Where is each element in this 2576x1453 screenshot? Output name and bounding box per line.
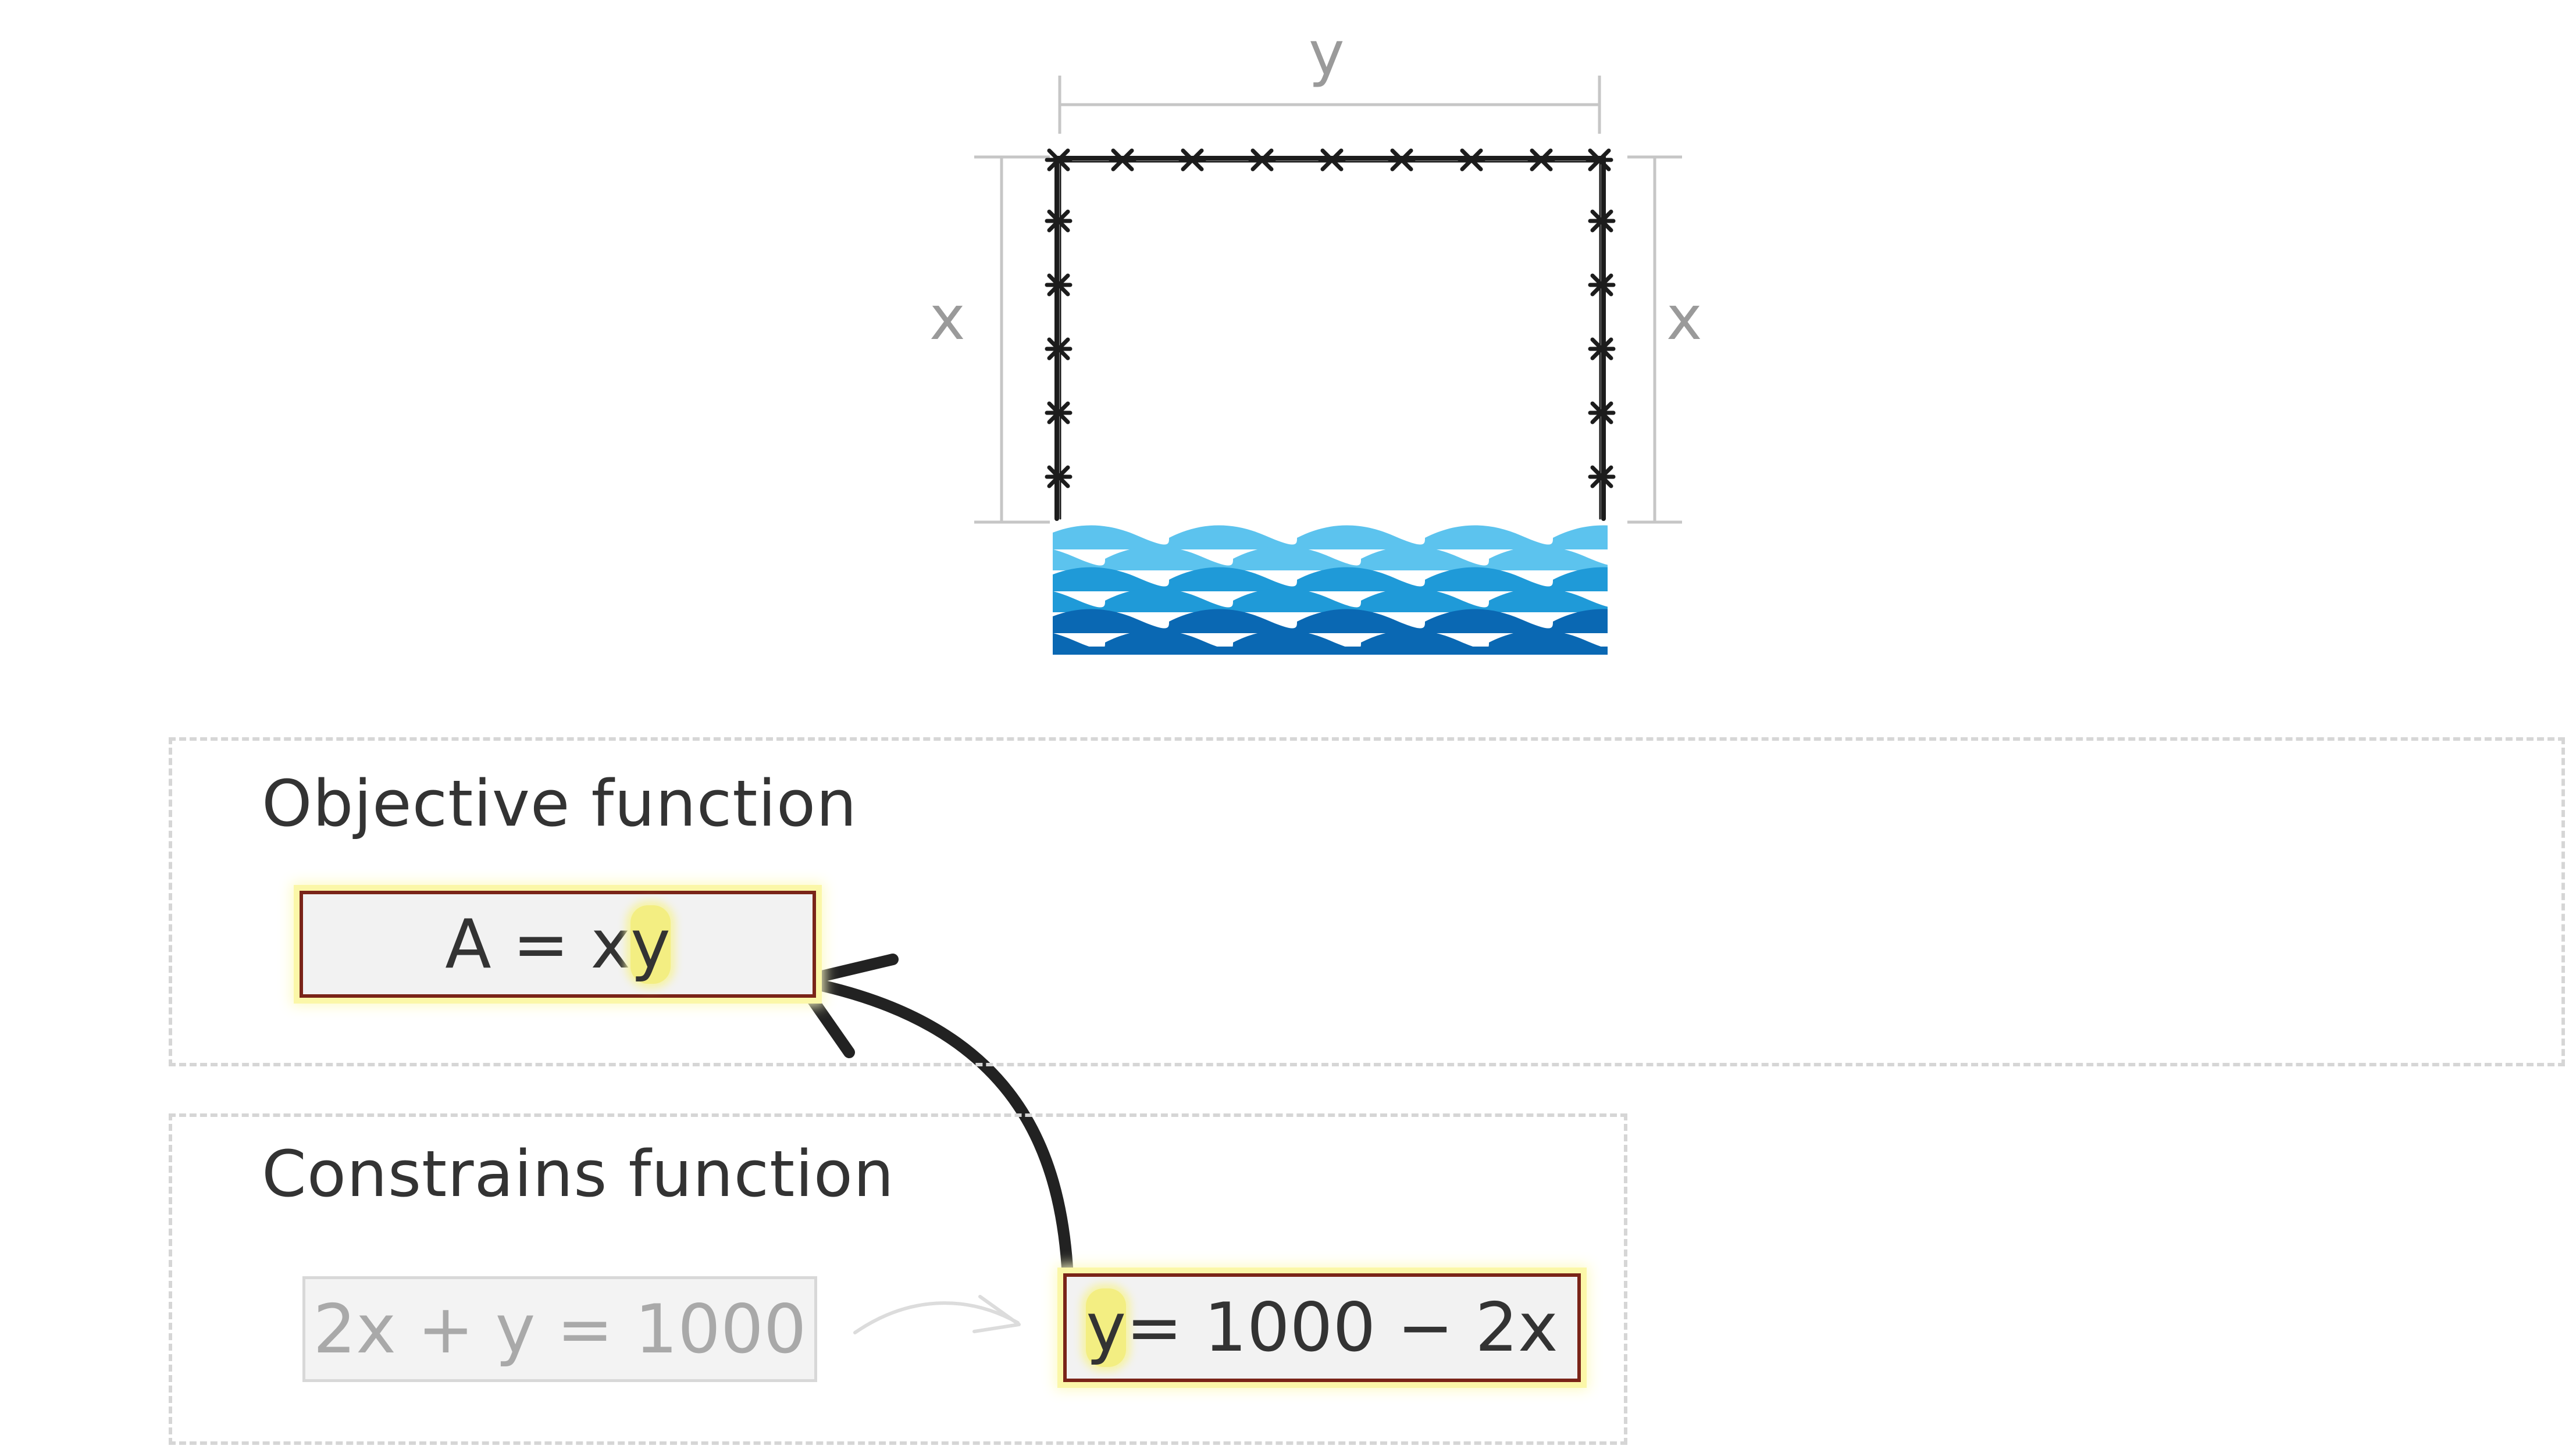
barb-knot: [1588, 401, 1616, 424]
barb-knot: [1109, 148, 1136, 172]
water-waves-icon: [1053, 522, 1608, 655]
dimension-label-left: x: [929, 283, 965, 354]
barb-knot: [1458, 148, 1485, 172]
barb-knot: [1045, 209, 1073, 233]
barb-knot: [1318, 148, 1346, 172]
barb-knot: [1248, 148, 1276, 172]
thin-arrow-icon: [853, 1295, 1021, 1334]
barb-knot: [1585, 148, 1613, 172]
solved-constraint-suffix: = 1000 − 2x: [1125, 1288, 1558, 1367]
original-constraint-equation: 2x + y = 1000: [313, 1290, 807, 1369]
constraints-section: [169, 1113, 1627, 1445]
barb-knot: [1045, 337, 1073, 360]
barb-knot: [1045, 273, 1073, 297]
barb-knot: [1045, 401, 1073, 424]
barb-knot: [1527, 148, 1555, 172]
barb-knot: [1388, 148, 1416, 172]
objective-equation-prefix: A = x: [445, 905, 631, 984]
barb-knot: [1045, 465, 1073, 488]
barb-knot: [1588, 465, 1616, 488]
dimension-label-top: y: [1309, 18, 1345, 89]
objective-title: Objective function: [262, 766, 857, 841]
solved-constraint-highlight: y: [1086, 1288, 1126, 1367]
solved-constraint-box: y = 1000 − 2x: [1063, 1273, 1581, 1382]
barb-knot: [1045, 148, 1073, 172]
barb-knot: [1588, 337, 1616, 360]
original-constraint-box: 2x + y = 1000: [302, 1276, 817, 1382]
dimension-label-right: x: [1666, 283, 1702, 354]
objective-equation-highlight: y: [630, 905, 671, 984]
barb-knot: [1178, 148, 1206, 172]
dimension-lines: [974, 76, 1682, 524]
barbed-wire-fence-icon: [1045, 148, 1616, 521]
barb-knot: [1588, 273, 1616, 297]
objective-section: [169, 737, 2565, 1066]
constraints-title: Constrains function: [262, 1137, 895, 1211]
barb-knot: [1588, 209, 1616, 233]
